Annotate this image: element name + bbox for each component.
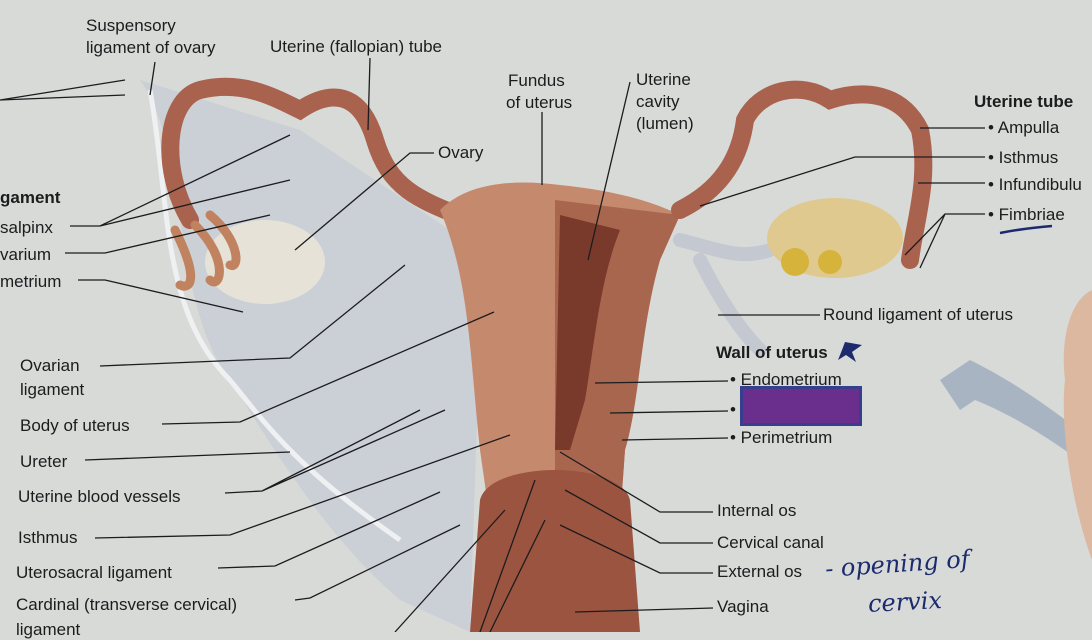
label-internal-os: Internal os (717, 501, 797, 520)
label-cardinal-ligament-2: ligament (16, 620, 81, 639)
label-ovarian-ligament: Ovarian (20, 356, 80, 375)
label-suspensory-2: ligament of ovary (86, 38, 216, 57)
label-external-os: External os (717, 562, 803, 581)
label-fimbriae: • Fimbriae (988, 205, 1065, 224)
label-myometrium-bullet: • (730, 400, 736, 419)
label-cavity-3: (lumen) (636, 114, 694, 133)
label-wall-of-uterus: Wall of uterus (716, 343, 828, 362)
label-ovary: Ovary (438, 143, 484, 162)
broad-ligament (140, 80, 480, 632)
round-ligament (673, 233, 777, 357)
redaction-box (740, 386, 862, 426)
corpus-albicans (818, 250, 842, 274)
label-cervical-canal: Cervical canal (717, 533, 824, 552)
left-uterine-tube (161, 77, 479, 229)
label-mesometrium: metrium (0, 272, 62, 291)
arrow-shape (940, 360, 1092, 470)
label-cavity: Uterine (636, 70, 691, 89)
label-mesosalpinx: salpinx (0, 218, 53, 237)
label-uterine-fallopian-tube: Uterine (fallopian) tube (270, 37, 442, 56)
label-endometrium: • Endometrium (730, 370, 842, 389)
corpus-luteum (781, 248, 809, 276)
ureter-vessel (147, 89, 402, 543)
right-uterine-tube (671, 80, 933, 269)
label-cavity-2: cavity (636, 92, 680, 111)
figure-silhouette (1063, 290, 1092, 560)
label-isthmus-tube: • Isthmus (988, 148, 1059, 167)
cervix-vagina (470, 470, 640, 632)
label-isthmus-uterus: Isthmus (18, 528, 78, 547)
label-ampulla: • Ampulla (988, 118, 1060, 137)
handwritten-underline (999, 224, 1053, 235)
label-infundibulum: • Infundibulu (988, 175, 1082, 194)
handwritten-note-2: cervix (867, 586, 943, 618)
label-broad-ligament-heading: gament (0, 188, 61, 207)
uterine-cavity (555, 215, 620, 450)
handwritten-star-mark (838, 342, 862, 362)
label-body-of-uterus: Body of uterus (20, 416, 130, 435)
label-mesovarium: varium (0, 245, 52, 264)
label-uterosacral-ligament: Uterosacral ligament (16, 563, 172, 582)
label-ovarian-ligament-2: ligament (20, 380, 85, 399)
label-uterine-blood-vessels: Uterine blood vessels (18, 487, 181, 506)
label-round-ligament: Round ligament of uterus (823, 305, 1013, 324)
label-vagina: Vagina (717, 597, 769, 616)
label-fundus: Fundus (508, 71, 565, 90)
label-suspensory: Suspensory (86, 16, 176, 35)
label-perimetrium: • Perimetrium (730, 428, 833, 447)
leader-lines (0, 57, 985, 632)
label-ureter: Ureter (20, 452, 68, 471)
label-fundus-2: of uterus (506, 93, 573, 112)
label-cardinal-ligament: Cardinal (transverse cervical) (16, 595, 238, 614)
label-uterine-tube-heading: Uterine tube (974, 92, 1074, 111)
left-fimbriae (170, 210, 241, 291)
